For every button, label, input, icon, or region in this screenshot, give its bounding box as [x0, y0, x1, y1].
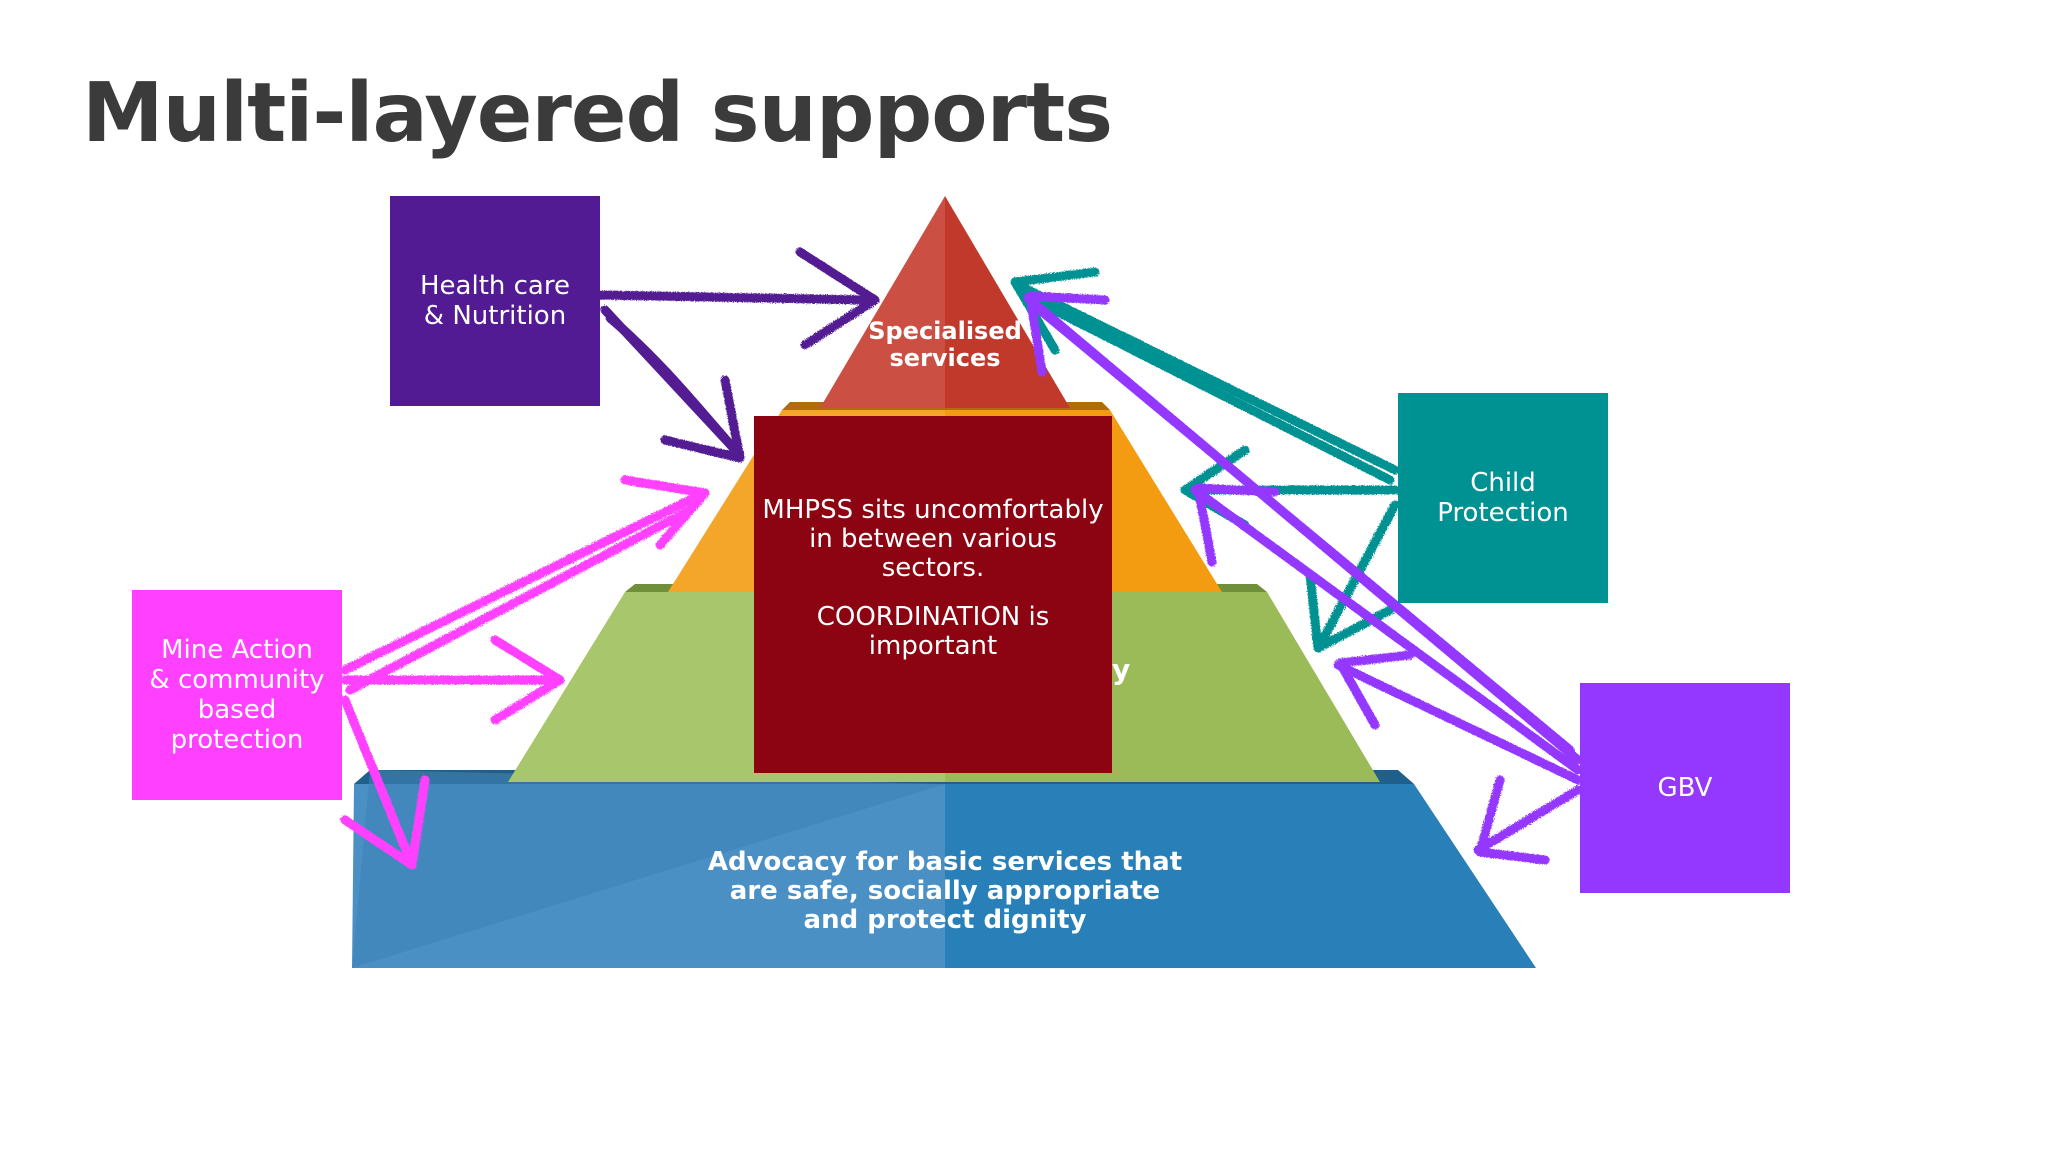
- gbv-arrows: [1023, 291, 1583, 865]
- health-care-nutrition-label: Health care & Nutrition: [420, 271, 570, 331]
- specialised-services-label: Specialised services: [868, 317, 1022, 372]
- slide-title: Multi-layered supports: [82, 66, 1113, 161]
- hidden-layer-label-fragment: y: [1112, 653, 1131, 686]
- gbv-label: GBV: [1657, 773, 1713, 803]
- advocacy-basic-services-label: Advocacy for basic services that are saf…: [707, 847, 1183, 935]
- coordination-statement: COORDINATION is important: [816, 602, 1050, 661]
- mhpss-coordination-box: MHPSS sits uncomfortably in between vari…: [754, 416, 1112, 773]
- gbv-box: GBV: [1580, 683, 1790, 893]
- mine-action-arrows: [340, 475, 710, 870]
- mine-action-label: Mine Action & community based protection: [149, 635, 325, 755]
- health-care-nutrition-box: Health care & Nutrition: [390, 196, 600, 406]
- child-protection-box: Child Protection: [1398, 393, 1608, 603]
- child-protection-label: Child Protection: [1437, 468, 1569, 528]
- mine-action-box: Mine Action & community based protection: [132, 590, 342, 800]
- mhpss-statement: MHPSS sits uncomfortably in between vari…: [762, 495, 1104, 583]
- pyramid-layer-base: [352, 770, 1536, 968]
- health-arrows: [595, 247, 880, 463]
